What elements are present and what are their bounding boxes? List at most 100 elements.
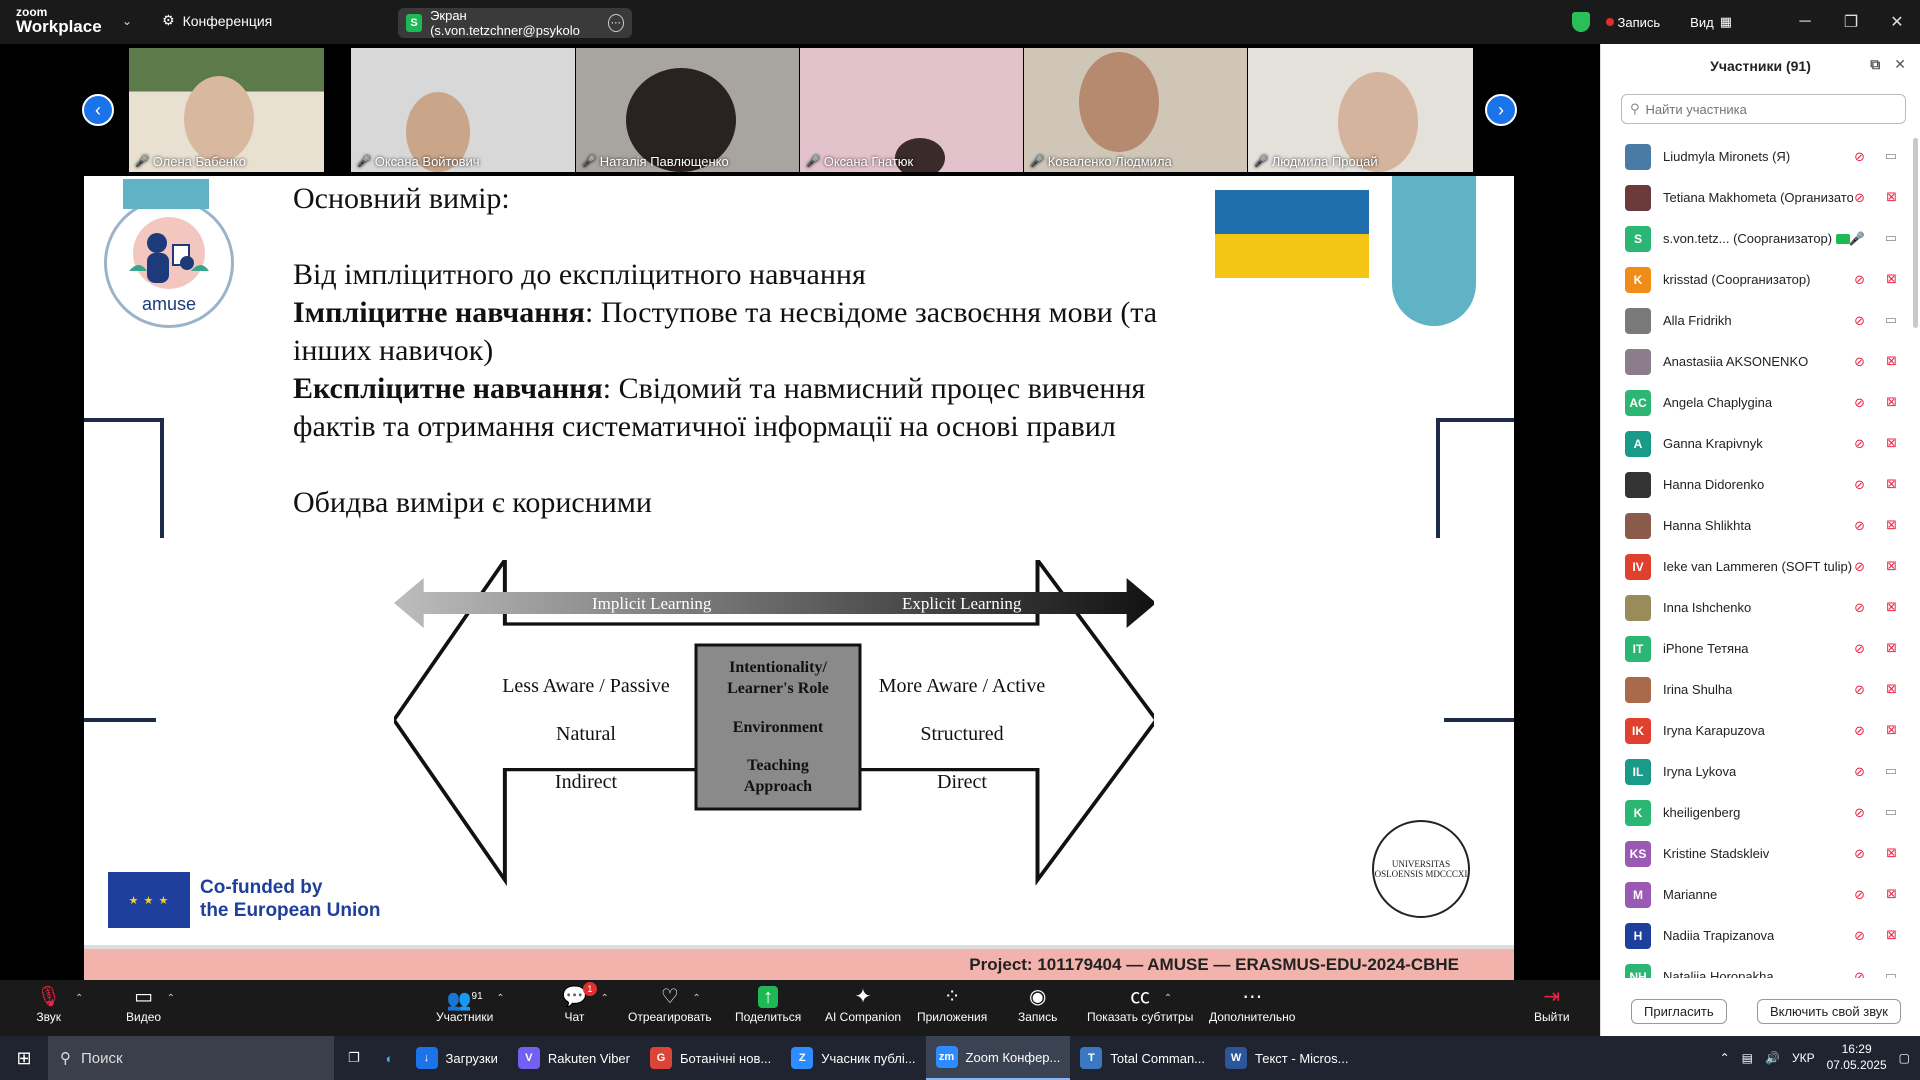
record-button[interactable]: ◉Запись: [1018, 984, 1057, 1024]
video-icon[interactable]: ▭: [1884, 312, 1897, 327]
video-off-icon[interactable]: ⊠: [1886, 599, 1897, 614]
video-off-icon[interactable]: ⊠: [1886, 189, 1897, 204]
participant-row[interactable]: Irina Shulha⊘⊠: [1601, 669, 1913, 710]
video-off-icon[interactable]: ⊠: [1886, 353, 1897, 368]
participant-row[interactable]: Anastasiia AKSONENKO⊘⊠: [1601, 341, 1913, 382]
windows-start-icon[interactable]: ⊞: [16, 1047, 32, 1068]
prev-page-button[interactable]: ‹: [82, 94, 114, 126]
video-off-icon[interactable]: ⊠: [1886, 558, 1897, 573]
audio-button[interactable]: 🎙⌃Звук: [36, 984, 83, 1024]
chevron-up-icon[interactable]: ⌃: [1719, 1051, 1730, 1065]
participant-row[interactable]: Hanna Didorenko⊘⊠: [1601, 464, 1913, 505]
video-tile[interactable]: 🎤Оксана Войтович: [351, 48, 575, 172]
scrollbar[interactable]: [1913, 138, 1918, 328]
mic-muted-icon[interactable]: ⊘: [1854, 641, 1865, 656]
video-tile[interactable]: 🎤Олена Бабенко: [129, 48, 324, 172]
video-off-icon[interactable]: ⊠: [1886, 845, 1897, 860]
video-icon[interactable]: ▭: [1884, 230, 1897, 245]
mic-muted-icon[interactable]: ⊘: [1854, 559, 1865, 574]
share-button[interactable]: ↑Поделиться: [735, 984, 801, 1024]
minimize-button[interactable]: ─: [1799, 13, 1811, 30]
video-off-icon[interactable]: ⊠: [1886, 517, 1897, 532]
mic-muted-icon[interactable]: ⊘: [1854, 477, 1865, 492]
meeting-info-button[interactable]: ⚙ Конференция: [162, 12, 272, 29]
speaker-icon[interactable]: 🔊: [1765, 1051, 1780, 1065]
video-tile[interactable]: 🎤Коваленко Людмила: [1024, 48, 1247, 172]
video-off-icon[interactable]: ⊠: [1886, 394, 1897, 409]
captions-button[interactable]: ㏄⌃Показать субтитры: [1087, 984, 1193, 1024]
mic-muted-icon[interactable]: ⊘: [1854, 149, 1865, 164]
mic-muted-icon[interactable]: ⊘: [1854, 969, 1865, 978]
language-indicator[interactable]: УКР: [1791, 1051, 1815, 1065]
mic-muted-icon[interactable]: ⊘: [1854, 518, 1865, 533]
video-off-icon[interactable]: ⊠: [1886, 927, 1897, 942]
mic-muted-icon[interactable]: ⊘: [1854, 313, 1865, 328]
chevron-down-icon[interactable]: ⌄: [122, 14, 133, 28]
recording-indicator[interactable]: Запись: [1605, 15, 1660, 30]
video-icon[interactable]: ▭: [1884, 763, 1897, 778]
mic-muted-icon[interactable]: ⊘: [1854, 887, 1865, 902]
next-page-button[interactable]: ›: [1485, 94, 1517, 126]
more-button[interactable]: ⋯Дополнительно: [1209, 984, 1295, 1024]
mic-muted-icon[interactable]: ⊘: [1854, 354, 1865, 369]
video-button[interactable]: ▭⌃Видео: [126, 984, 175, 1024]
video-off-icon[interactable]: ⊠: [1886, 886, 1897, 901]
more-icon[interactable]: ⋯: [607, 14, 624, 32]
notification-icon[interactable]: ▢: [1898, 1051, 1910, 1065]
mic-muted-icon[interactable]: ⊘: [1854, 928, 1865, 943]
popout-icon[interactable]: ⧉: [1870, 56, 1881, 72]
taskbar-search[interactable]: ⚲ Поиск: [48, 1036, 334, 1080]
video-off-icon[interactable]: ⊠: [1886, 476, 1897, 491]
search-input[interactable]: [1645, 101, 1886, 117]
participants-button[interactable]: 👥91⌃Участники: [436, 984, 505, 1024]
apps-button[interactable]: ⁘Приложения: [917, 984, 987, 1024]
video-tile[interactable]: 🎤Наталія Павлющенко: [576, 48, 799, 172]
view-button[interactable]: Вид ▦: [1690, 14, 1732, 30]
participant-row[interactable]: Tetiana Makhometa (Организатор)⊘⊠: [1601, 177, 1913, 218]
clock[interactable]: 16:29 07.05.2025: [1827, 1042, 1887, 1073]
video-off-icon[interactable]: ⊠: [1886, 435, 1897, 450]
close-window-button[interactable]: ✕: [1890, 14, 1904, 31]
unmute-myself-button[interactable]: Включить свой звук: [1756, 998, 1901, 1024]
network-icon[interactable]: ▤: [1741, 1051, 1754, 1065]
invite-button[interactable]: Пригласить: [1631, 998, 1727, 1024]
react-button[interactable]: ♡⌃Отреагировать: [628, 984, 712, 1024]
close-icon[interactable]: ✕: [1894, 56, 1906, 72]
video-off-icon[interactable]: ⊠: [1886, 681, 1897, 696]
participant-row[interactable]: Liudmyla Mironets (Я)⊘▭: [1601, 136, 1913, 177]
security-shield-icon[interactable]: [1571, 12, 1590, 32]
participant-row[interactable]: Alla Fridrikh⊘▭: [1601, 300, 1913, 341]
mic-muted-icon[interactable]: ⊘: [1854, 846, 1865, 861]
participant-search[interactable]: ⚲: [1621, 94, 1906, 124]
mic-icon[interactable]: 🎤: [1848, 231, 1865, 246]
mic-muted-icon[interactable]: ⊘: [1854, 600, 1865, 615]
mic-muted-icon[interactable]: ⊘: [1854, 190, 1865, 205]
video-off-icon[interactable]: ⊠: [1886, 640, 1897, 655]
mic-muted-icon[interactable]: ⊘: [1854, 436, 1865, 451]
task-view-icon[interactable]: ❐: [348, 1050, 360, 1065]
maximize-button[interactable]: ❐: [1843, 14, 1859, 31]
mic-muted-icon[interactable]: ⊘: [1854, 272, 1865, 287]
video-tile[interactable]: 🎤Людмила Процай: [1248, 48, 1473, 172]
mic-muted-icon[interactable]: ⊘: [1854, 764, 1865, 779]
screen-share-indicator[interactable]: S Экран (s.von.tetzchner@psykolo ⋯: [398, 8, 632, 38]
video-icon[interactable]: ▭: [1884, 804, 1897, 819]
edge-icon[interactable]: ◐: [385, 1050, 394, 1066]
video-off-icon[interactable]: ⊠: [1886, 722, 1897, 737]
